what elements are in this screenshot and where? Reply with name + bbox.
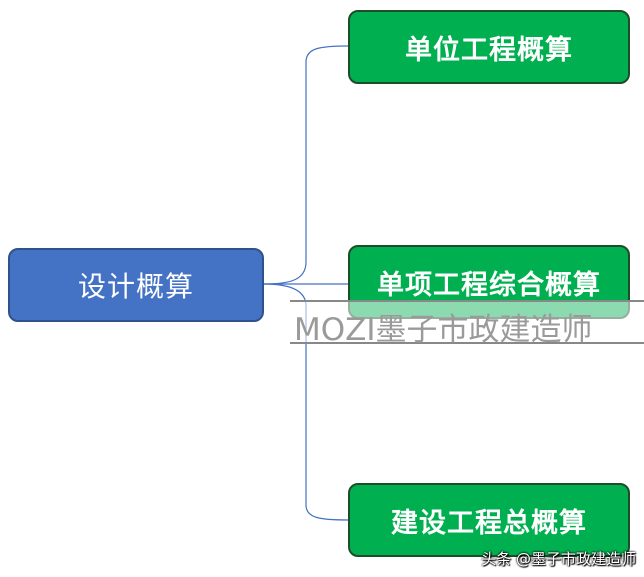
child-node-1-label: 单位工程概算 bbox=[405, 34, 573, 66]
child-node-3-label: 建设工程总概算 bbox=[391, 507, 587, 539]
child-node-total-construction-estimate: 建设工程总概算 bbox=[348, 483, 630, 557]
connector-to-child-1 bbox=[305, 45, 349, 262]
child-node-unit-project-estimate: 单位工程概算 bbox=[348, 10, 630, 84]
child-node-2-label: 单项工程综合概算 bbox=[377, 269, 601, 301]
root-node-label: 设计概算 bbox=[77, 270, 194, 303]
child-node-single-project-estimate: 单项工程综合概算 bbox=[348, 245, 630, 319]
root-node-design-estimate: 设计概算 bbox=[8, 248, 264, 322]
watermark-banner: MOZI墨子市政建造师 bbox=[290, 300, 644, 348]
connector-to-child-3 bbox=[263, 283, 349, 521]
connector-root-to-spine bbox=[263, 261, 307, 285]
footer-credit: 头条 @墨子市政建造师 bbox=[481, 550, 636, 568]
watermark-text: MOZI墨子市政建造师 bbox=[294, 312, 593, 348]
